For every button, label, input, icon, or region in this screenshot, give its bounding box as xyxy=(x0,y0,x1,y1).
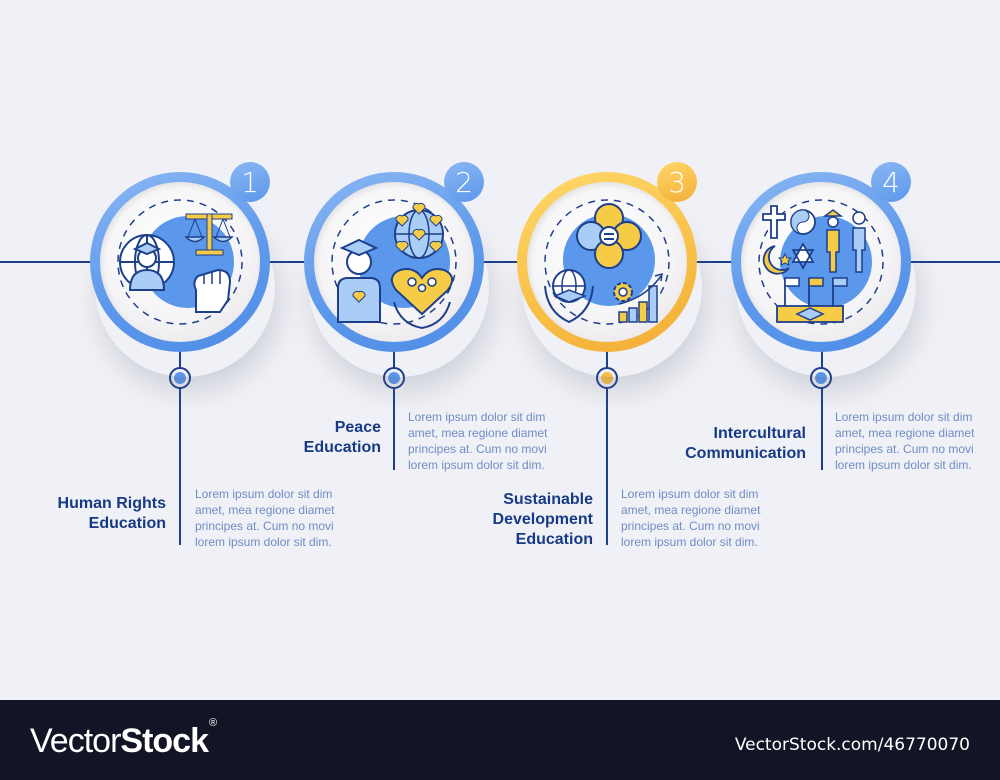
step-2-number-badge: 2 xyxy=(444,162,484,202)
step-1-number-badge: 1 xyxy=(230,162,270,202)
step-3-timeline-dot xyxy=(596,367,618,389)
step-2-title: Peace Education xyxy=(303,419,381,456)
step-3-connector-line xyxy=(606,350,608,545)
human-rights-icon xyxy=(100,182,260,342)
step-3-description: Lorem ipsum dolor sit dim amet, mea regi… xyxy=(621,487,761,549)
timeline-horizontal-line xyxy=(0,261,1000,263)
step-1-circle: 1 xyxy=(90,162,270,352)
step-1-description: Lorem ipsum dolor sit dim amet, mea regi… xyxy=(195,487,335,549)
step-2-timeline-dot xyxy=(383,367,405,389)
vectorstock-logo: VectorStock® xyxy=(30,716,217,760)
step-3-number-badge: 3 xyxy=(657,162,697,202)
step-4-number-badge: 4 xyxy=(871,162,911,202)
step-1-title: Human Rights Education xyxy=(57,495,166,532)
step-2-description: Lorem ipsum dolor sit dim amet, mea regi… xyxy=(408,410,548,472)
step-4-title: Intercultural Communication xyxy=(685,425,806,462)
step-4-circle: 4 xyxy=(731,162,911,352)
step-1-timeline-dot xyxy=(169,367,191,389)
step-2-connector-line xyxy=(393,350,395,470)
step-4-timeline-dot xyxy=(810,367,832,389)
intercultural-communication-icon xyxy=(741,182,901,342)
infographic-canvas: 1 Human Rights Education Lorem ipsum dol… xyxy=(0,162,1000,549)
image-url: VectorStock.com/46770070 xyxy=(734,735,970,755)
peace-education-icon xyxy=(314,182,474,342)
footer-bar: VectorStock® VectorStock.com/46770070 xyxy=(0,700,1000,780)
step-3-circle: 3 xyxy=(517,162,697,352)
sustainable-development-icon xyxy=(527,182,687,342)
step-3-title: Sustainable Development Education xyxy=(492,491,593,548)
step-4-description: Lorem ipsum dolor sit dim amet, mea regi… xyxy=(835,410,975,472)
step-1-connector-line xyxy=(179,350,181,545)
step-2-circle: 2 xyxy=(304,162,484,352)
step-4-connector-line xyxy=(821,350,823,470)
